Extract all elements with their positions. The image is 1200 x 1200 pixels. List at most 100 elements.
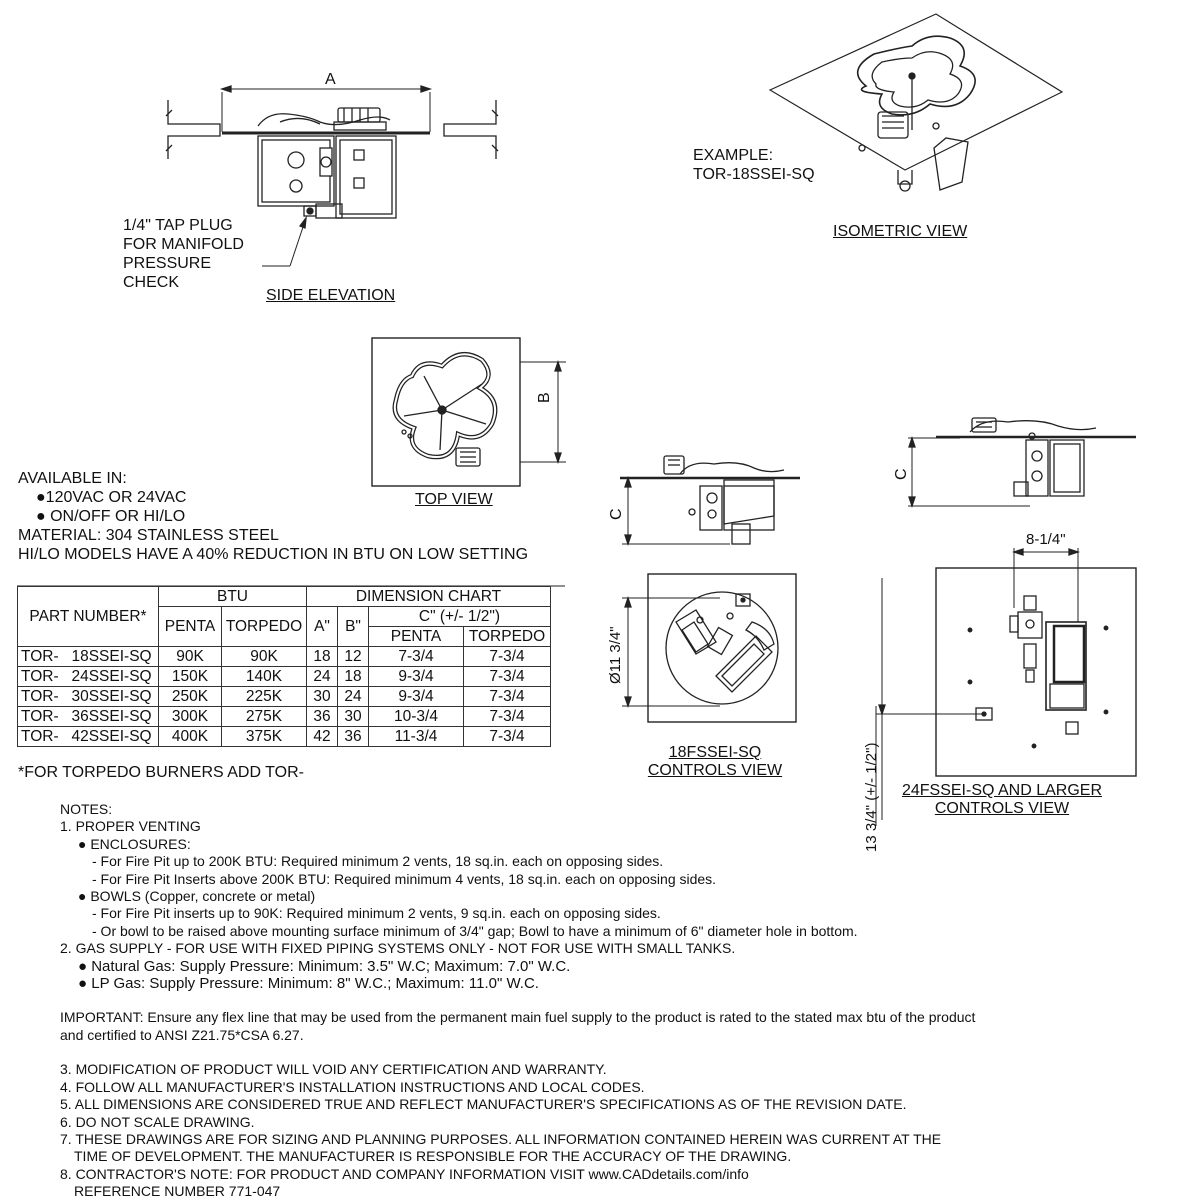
- cell-c-penta: 9-3/4: [368, 686, 464, 707]
- example-label: EXAMPLE: TOR-18SSEI-SQ: [693, 146, 815, 184]
- controls-18-drawing: [620, 455, 800, 723]
- cell-part: 42SSEI-SQ: [65, 726, 160, 747]
- availability-line: HI/LO MODELS HAVE A 40% REDUCTION IN BTU…: [18, 546, 529, 563]
- note-line: 5. ALL DIMENSIONS ARE CONSIDERED TRUE AN…: [60, 1096, 907, 1113]
- note-line: ● ENCLOSURES:: [78, 835, 191, 852]
- note-spacer: [60, 1044, 975, 1061]
- note-line: TIME OF DEVELOPMENT. THE MANUFACTURER IS…: [74, 1148, 792, 1165]
- cell-c-torpedo: 7-3/4: [463, 686, 551, 707]
- table-row: TOR- 42SSEI-SQ 400K 375K 42 36 11-3/4 7-…: [17, 726, 551, 747]
- note-line: and certified to ANSI Z21.75*CSA 6.27.: [60, 1026, 304, 1043]
- cell-a: 18: [306, 646, 338, 667]
- title-line: 24FSSEI-SQ AND LARGER: [901, 782, 1103, 799]
- header-c: C" (+/- 1/2"): [368, 606, 551, 627]
- availability-line: ●120VAC OR 24VAC: [36, 489, 187, 506]
- cell-prefix: TOR-: [17, 666, 66, 687]
- isometric-drawing: [768, 13, 1064, 192]
- availability-block: AVAILABLE IN: ●120VAC OR 24VAC ● ON/OFF …: [18, 469, 528, 564]
- cell-part: 18SSEI-SQ: [65, 646, 160, 667]
- cell-c-torpedo: 7-3/4: [463, 666, 551, 687]
- cell-b: 24: [337, 686, 369, 707]
- note-line: ● LP Gas: Supply Pressure: Minimum: 8" W…: [78, 975, 539, 993]
- header-torpedo: TORPEDO: [221, 606, 307, 647]
- cell-a: 36: [306, 706, 338, 727]
- notes-block: NOTES: 1. PROPER VENTING ● ENCLOSURES: -…: [60, 801, 975, 1200]
- header-penta: PENTA: [158, 606, 222, 647]
- cell-part: 36SSEI-SQ: [65, 706, 160, 727]
- note-line: REFERENCE NUMBER 771-047: [74, 1183, 281, 1200]
- dimension-table: PART NUMBER* BTU DIMENSION CHART PENTA T…: [17, 586, 551, 747]
- cell-part: 24SSEI-SQ: [65, 666, 160, 687]
- cell-b: 36: [337, 726, 369, 747]
- note-line: 6. DO NOT SCALE DRAWING.: [60, 1113, 255, 1130]
- header-dimension-chart: DIMENSION CHART: [306, 586, 551, 607]
- note-line: - For Fire Pit up to 200K BTU: Required …: [92, 853, 664, 870]
- example-line: EXAMPLE:: [693, 147, 774, 164]
- top-view-title: TOP VIEW: [415, 491, 493, 508]
- note-line: - For Fire Pit Inserts above 200K BTU: R…: [92, 870, 717, 887]
- header-part-number: PART NUMBER*: [17, 586, 159, 647]
- top-view-drawing: [371, 337, 566, 487]
- isometric-view-title: ISOMETRIC VIEW: [833, 223, 968, 240]
- table-row: TOR- 36SSEI-SQ 300K 275K 36 30 10-3/4 7-…: [17, 706, 551, 727]
- dim-c-label-24: C: [893, 468, 910, 480]
- example-line: TOR-18SSEI-SQ: [693, 166, 815, 183]
- note-line: ● BOWLS (Copper, concrete or metal): [78, 888, 316, 905]
- dim-width-label: 8-1/4": [1026, 531, 1066, 548]
- note-line: - For Fire Pit inserts up to 90K: Requir…: [92, 905, 661, 922]
- table-header-row: PENTA TORPEDO: [18, 626, 551, 647]
- controls-24-drawing: [875, 417, 1137, 826]
- cell-btu-torpedo: 375K: [221, 726, 307, 747]
- cell-btu-penta: 400K: [158, 726, 222, 747]
- header-btu: BTU: [158, 586, 307, 607]
- note-line: 2. GAS SUPPLY - FOR USE WITH FIXED PIPIN…: [60, 940, 736, 957]
- note-line: 4. FOLLOW ALL MANUFACTURER'S INSTALLATIO…: [60, 1078, 645, 1095]
- note-line: 8. CONTRACTOR'S NOTE: FOR PRODUCT AND CO…: [60, 1165, 749, 1182]
- cell-prefix: TOR-: [17, 646, 66, 667]
- cell-btu-torpedo: 140K: [221, 666, 307, 687]
- dim-b-label: B: [536, 392, 553, 403]
- table-row: TOR- 18SSEI-SQ 90K 90K 18 12 7-3/4 7-3/4: [17, 646, 551, 667]
- note-line: NOTES:: [60, 801, 113, 817]
- cell-prefix: TOR-: [17, 686, 66, 707]
- note-line: ● Natural Gas: Supply Pressure: Minimum:…: [78, 957, 571, 975]
- cell-c-torpedo: 7-3/4: [463, 646, 551, 667]
- availability-line: AVAILABLE IN:: [18, 470, 127, 487]
- dim-a-label: A: [325, 71, 336, 88]
- cell-btu-torpedo: 225K: [221, 686, 307, 707]
- dim-c-label-18: C: [608, 508, 625, 520]
- header-b: B": [337, 606, 369, 647]
- callout-line: FOR MANIFOLD: [123, 236, 244, 253]
- cell-btu-torpedo: 90K: [221, 646, 307, 667]
- cell-prefix: TOR-: [17, 726, 66, 747]
- cell-b: 30: [337, 706, 369, 727]
- side-elevation-title: SIDE ELEVATION: [266, 287, 396, 304]
- note-line: 1. PROPER VENTING: [60, 818, 201, 835]
- header-a: A": [306, 606, 338, 647]
- side-elevation-drawing: [165, 85, 499, 267]
- title-line: CONTROLS VIEW: [647, 762, 783, 779]
- cell-btu-penta: 150K: [158, 666, 222, 687]
- cell-c-torpedo: 7-3/4: [463, 706, 551, 727]
- dim-diameter-label: Ø11 3/4": [607, 626, 624, 684]
- table-header-row: PENTA TORPEDO A" B" C" (+/- 1/2"): [18, 606, 551, 647]
- note-line: 3. MODIFICATION OF PRODUCT WILL VOID ANY…: [60, 1061, 607, 1078]
- table-header-row: PART NUMBER* BTU DIMENSION CHART: [17, 586, 551, 647]
- cell-btu-penta: 250K: [158, 686, 222, 707]
- table-row: TOR- 24SSEI-SQ 150K 140K 24 18 9-3/4 7-3…: [17, 666, 551, 687]
- cell-c-penta: 11-3/4: [368, 726, 464, 747]
- cell-btu-penta: 90K: [158, 646, 222, 667]
- note-line: 7. THESE DRAWINGS ARE FOR SIZING AND PLA…: [60, 1130, 942, 1147]
- cell-c-penta: 7-3/4: [368, 646, 464, 667]
- cell-a: 42: [306, 726, 338, 747]
- title-line: 18FSSEI-SQ: [668, 744, 762, 761]
- cell-c-penta: 9-3/4: [368, 666, 464, 687]
- header-c-penta: PENTA: [368, 626, 464, 647]
- cell-c-torpedo: 7-3/4: [463, 726, 551, 747]
- cell-b: 18: [337, 666, 369, 687]
- note-spacer: [60, 992, 975, 1009]
- cell-a: 30: [306, 686, 338, 707]
- availability-line: MATERIAL: 304 STAINLESS STEEL: [18, 527, 279, 544]
- note-line: IMPORTANT: Ensure any flex line that may…: [60, 1009, 976, 1026]
